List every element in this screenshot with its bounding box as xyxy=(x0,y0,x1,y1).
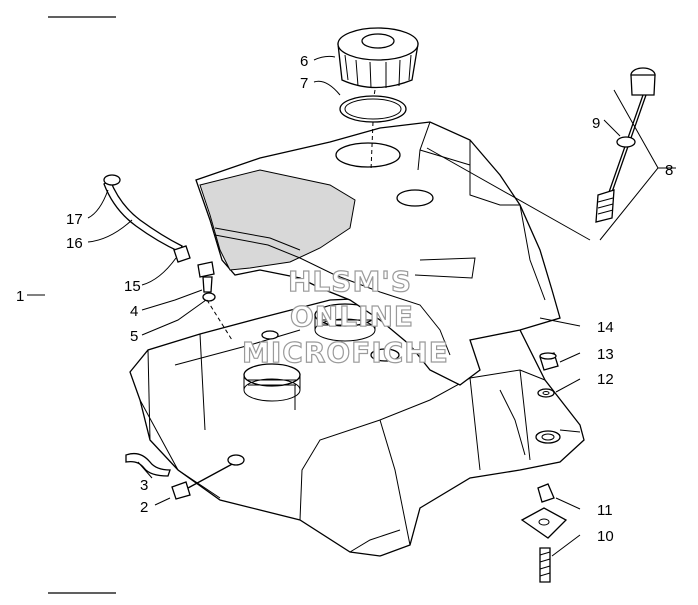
callout-6: 6 xyxy=(300,53,308,70)
callout-12: 12 xyxy=(597,371,614,388)
watermark-line-3: MICROFICHE xyxy=(242,336,449,369)
callout-14: 14 xyxy=(597,319,614,336)
callout-3: 3 xyxy=(140,477,148,494)
callout-15: 15 xyxy=(124,278,141,295)
callout-16: 16 xyxy=(66,235,83,252)
fuel-tank xyxy=(129,295,585,557)
clip xyxy=(125,452,171,477)
mount-10 xyxy=(520,507,568,583)
leader-lines xyxy=(27,55,581,557)
tank-shroud xyxy=(195,121,561,386)
callout-4: 4 xyxy=(130,303,138,320)
grommet xyxy=(202,292,216,302)
grommet-13 xyxy=(539,352,559,371)
callout-13: 13 xyxy=(597,346,614,363)
callout-8: 8 xyxy=(665,162,673,179)
bushing-11 xyxy=(537,483,555,503)
callout-labels: 1 2 3 4 5 6 7 8 9 10 11 12 13 14 15 16 1… xyxy=(16,53,673,545)
watermark-line-2: ONLINE xyxy=(290,300,414,333)
callout-10: 10 xyxy=(597,528,614,545)
callout-17: 17 xyxy=(66,211,83,228)
cap-gasket xyxy=(339,95,407,123)
watermark-line-1: HLSM'S xyxy=(288,265,412,298)
o-ring xyxy=(616,136,636,148)
hose-clamp xyxy=(173,245,191,263)
callout-2: 2 xyxy=(140,499,148,516)
fuel-cap xyxy=(337,27,419,89)
callout-7: 7 xyxy=(300,75,308,92)
washer-12 xyxy=(537,388,555,398)
watermark: HLSM'S ONLINE MICROFICHE xyxy=(241,264,449,369)
vent-hose xyxy=(103,174,183,253)
callout-1: 1 xyxy=(16,288,24,305)
callout-11: 11 xyxy=(597,502,613,519)
elbow-fitting xyxy=(197,261,215,293)
callout-9: 9 xyxy=(592,115,600,132)
fuel-gauge-sender xyxy=(595,67,656,223)
bolt xyxy=(171,454,245,500)
callout-5: 5 xyxy=(130,328,138,345)
